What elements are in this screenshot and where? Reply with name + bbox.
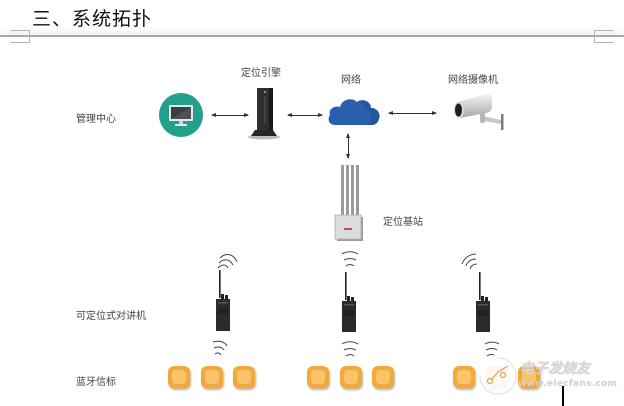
base-station-label: 定位基站 <box>383 217 423 228</box>
positioning-engine-label: 定位引擎 <box>241 68 281 79</box>
network-node <box>327 95 381 127</box>
walkie-talkie-row-label: 可定位式对讲机 <box>76 311 146 322</box>
walkie-talkie-2 <box>340 272 358 334</box>
positioning-engine-node <box>247 86 281 140</box>
bluetooth-beacon <box>307 366 329 388</box>
page-corner-mark-right <box>594 30 614 43</box>
walkie-talkie-icon <box>342 272 356 332</box>
link-engine-network <box>287 113 323 117</box>
bluetooth-beacon <box>233 366 255 388</box>
watermark-logo-icon <box>479 357 517 395</box>
watermark-url: www.elecfans.com <box>518 379 618 389</box>
security-camera-icon <box>454 93 504 130</box>
page-corner-mark-left <box>10 30 30 43</box>
header-rule <box>0 35 624 37</box>
bluetooth-beacon <box>372 366 394 388</box>
management-center-node <box>159 93 203 137</box>
watermark-brand: 电子发烧友 <box>520 361 590 377</box>
link-network-camera <box>388 111 437 115</box>
bluetooth-beacon <box>201 366 223 388</box>
walkie-talkie-icon <box>216 270 230 331</box>
management-center-label: 管理中心 <box>76 114 116 125</box>
network-camera-node <box>452 92 504 132</box>
bluetooth-beacon <box>168 366 190 388</box>
bluetooth-beacon <box>518 366 540 388</box>
server-tower-icon <box>248 88 280 140</box>
link-management-engine <box>211 113 249 117</box>
bluetooth-beacon-row-label: 蓝牙信标 <box>76 377 116 388</box>
base-station-node <box>334 165 366 243</box>
walkie-talkie-3 <box>474 272 492 334</box>
wireless-signal-icon <box>341 341 359 357</box>
bluetooth-beacon <box>453 366 475 388</box>
wireless-signal-icon <box>217 254 238 269</box>
network-label: 网络 <box>341 75 361 86</box>
monitor-icon <box>159 93 203 137</box>
walkie-talkie-icon <box>476 272 490 332</box>
text-cursor <box>562 386 564 406</box>
walkie-talkie-1 <box>214 270 232 332</box>
wireless-signal-icon <box>212 340 228 356</box>
network-camera-label: 网络摄像机 <box>448 75 498 86</box>
wireless-signal-icon <box>461 253 478 270</box>
bluetooth-beacon <box>340 366 362 388</box>
section-heading: 三、系统拓扑 <box>32 8 153 30</box>
link-network-base-station <box>346 133 350 159</box>
wireless-signal-icon <box>341 251 359 267</box>
cloud-icon <box>328 99 380 125</box>
wireless-signal-icon <box>484 341 500 357</box>
base-station-icon <box>334 165 363 241</box>
